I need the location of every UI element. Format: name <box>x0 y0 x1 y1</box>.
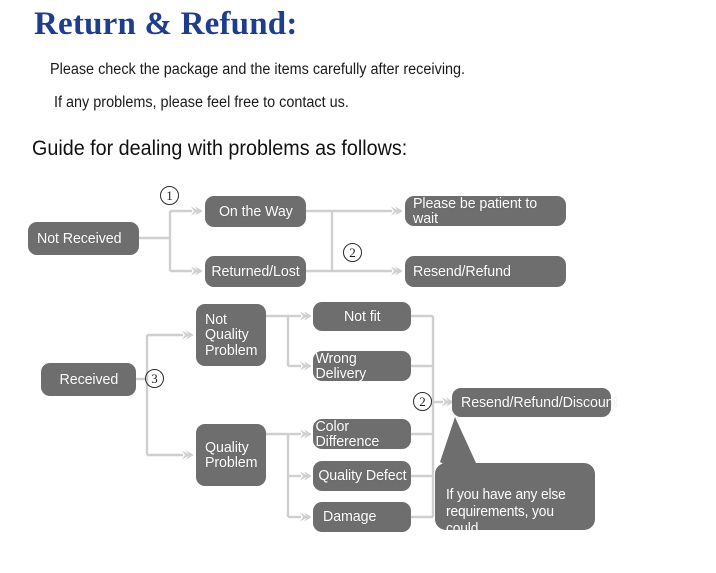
node-on-the-way[interactable]: On the Way <box>205 196 306 227</box>
node-not-fit[interactable]: Not fit <box>313 302 411 331</box>
marker-3: 3 <box>145 369 164 388</box>
marker-2-top-label: 2 <box>349 244 356 260</box>
flowchart: Not Received On the Way Returned/Lost Pl… <box>28 0 716 554</box>
node-quality-problem-label: Quality Problem <box>205 438 258 471</box>
node-not-quality-problem[interactable]: Not Quality Problem <box>196 304 266 366</box>
node-received[interactable]: Received <box>41 363 136 396</box>
node-please-be-patient-to-wait[interactable]: Please be patient to wait <box>405 196 566 226</box>
node-quality-defect-label: Quality Defect <box>317 467 407 485</box>
node-returned-lost-label: Returned/Lost <box>211 262 300 280</box>
node-quality-problem[interactable]: Quality Problem <box>196 424 266 486</box>
marker-1-label: 1 <box>166 187 173 203</box>
node-not-fit-label: Not fit <box>343 307 381 325</box>
node-resend-refund-discount[interactable]: Resend/Refund/Discount <box>452 388 617 417</box>
marker-2-top: 2 <box>343 243 362 262</box>
marker-3-label: 3 <box>151 370 158 386</box>
marker-2-bottom-label: 2 <box>419 393 426 409</box>
callout-bubble: If you have any else requirements, you c… <box>435 463 595 554</box>
node-please-be-patient-to-wait-label: Please be patient to wait <box>413 194 538 227</box>
guide-heading: Guide for dealing with problems as follo… <box>32 137 408 160</box>
node-quality-defect[interactable]: Quality Defect <box>313 461 411 491</box>
node-wrong-delivery-label: Wrong Delivery <box>315 349 367 382</box>
node-received-label: Received <box>59 370 118 388</box>
node-not-received-label: Not Received <box>37 229 122 247</box>
callout-bubble-label: If you have any else requirements, you c… <box>446 487 566 555</box>
node-damage-label: Damage <box>323 508 377 526</box>
node-color-difference-label: Color Difference <box>315 417 380 450</box>
node-color-difference[interactable]: Color Difference <box>313 419 411 449</box>
intro-line-1: Please check the package and the items c… <box>50 61 466 78</box>
return-refund-graphic: Return & Refund: Please check the packag… <box>28 0 716 554</box>
node-resend-refund[interactable]: Resend/Refund <box>405 256 566 287</box>
node-on-the-way-label: On the Way <box>218 202 293 220</box>
node-damage[interactable]: Damage <box>313 502 411 532</box>
marker-1: 1 <box>160 186 179 205</box>
node-not-quality-problem-label: Not Quality Problem <box>205 311 258 359</box>
node-wrong-delivery[interactable]: Wrong Delivery <box>313 351 411 381</box>
node-returned-lost[interactable]: Returned/Lost <box>205 256 306 287</box>
page-title: Return & Refund: <box>34 6 298 42</box>
node-resend-refund-label: Resend/Refund <box>413 262 511 280</box>
flowchart-connectors <box>136 0 716 536</box>
marker-2-bottom: 2 <box>413 392 432 411</box>
intro-line-2: If any problems, please feel free to con… <box>54 94 349 111</box>
node-not-received[interactable]: Not Received <box>28 222 139 255</box>
node-resend-refund-discount-label: Resend/Refund/Discount <box>461 393 618 411</box>
